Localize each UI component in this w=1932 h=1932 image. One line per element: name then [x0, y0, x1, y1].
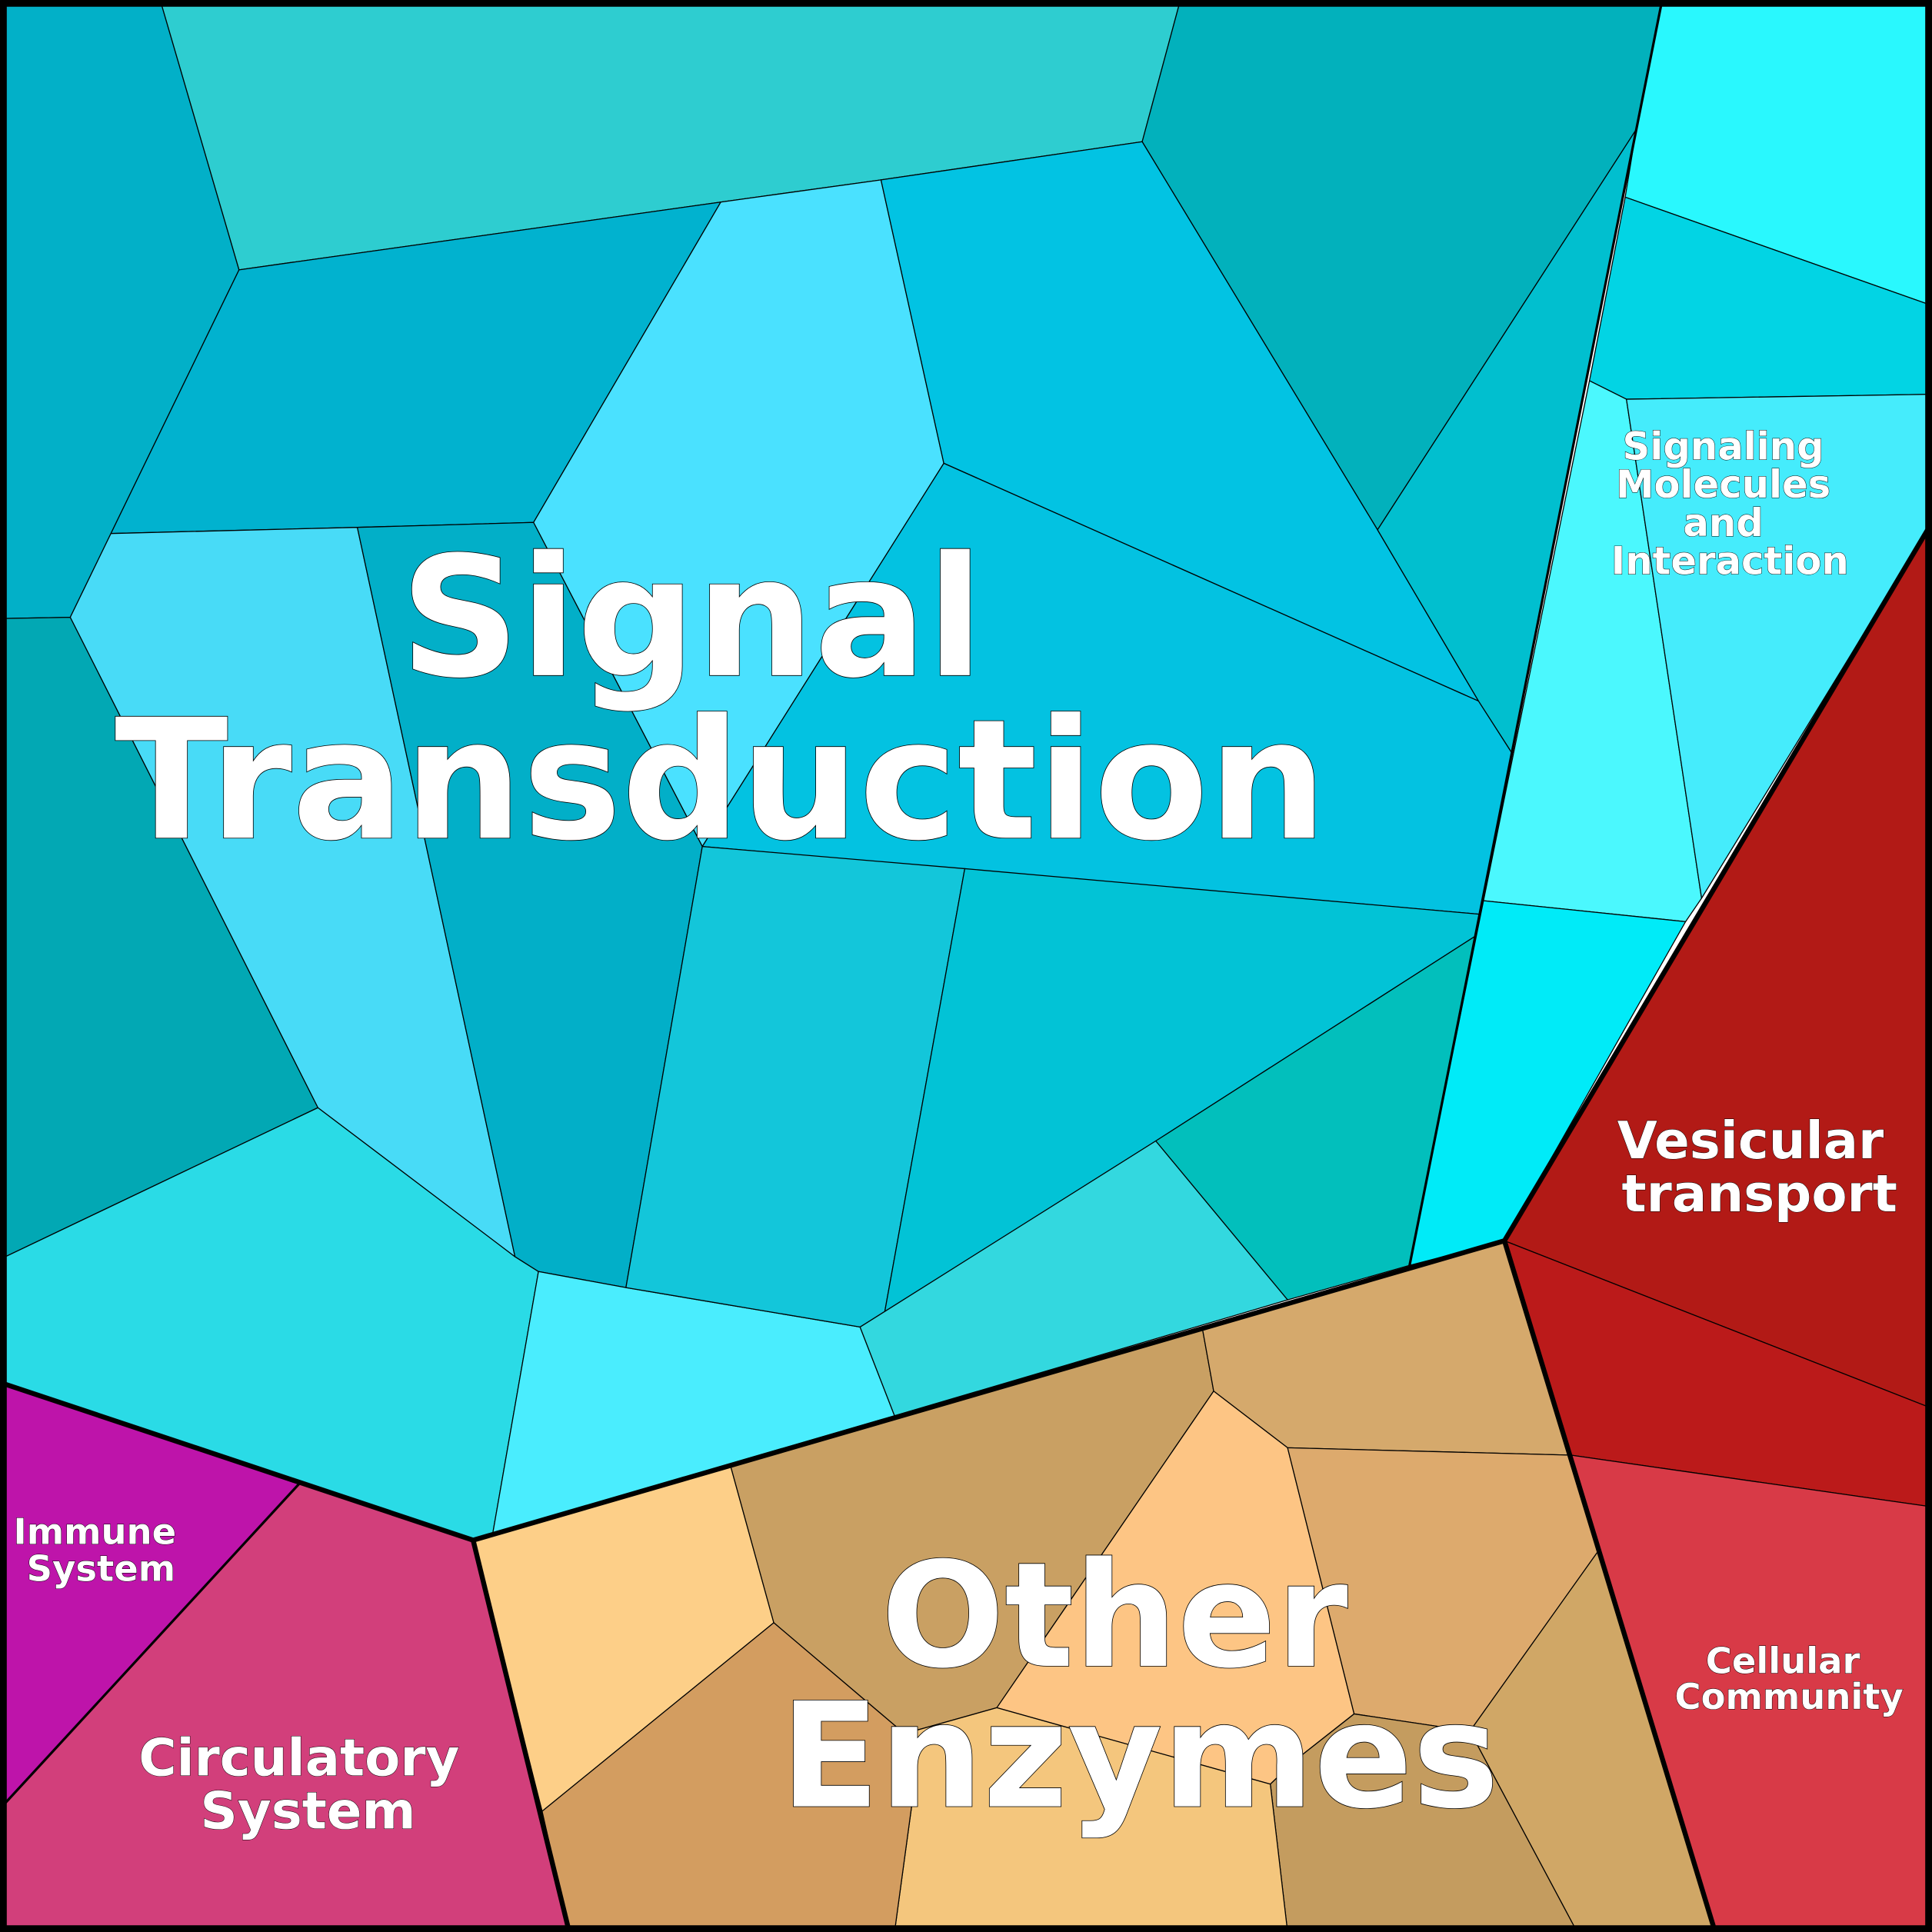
- label-signal-transduction: Signal Transduction: [115, 521, 1327, 878]
- label-immune-system: Immune System: [13, 1511, 188, 1589]
- signal-transduction-cells: [0, 0, 1663, 1541]
- red-cells: [0, 521, 1932, 1932]
- label-cellular-community: Cellular Community: [1675, 1641, 1904, 1717]
- label-circulatory-system: Circulatory System: [138, 1728, 478, 1841]
- labels: Signal Transduction Signaling Molecules …: [13, 424, 1904, 1841]
- signaling-molecules-cells: [1409, 0, 1932, 1266]
- cell[interactable]: [1483, 380, 1703, 922]
- label-vesicular-transport: Vesicular transport: [1617, 1111, 1902, 1224]
- label-signaling-molecules: Signaling Molecules and Interaction: [1611, 425, 1849, 584]
- cell[interactable]: [1270, 1713, 1578, 1932]
- label-other-enzymes: Other Enzymes: [781, 1531, 1500, 1841]
- cell[interactable]: [859, 1140, 1288, 1417]
- other-enzymes-cells: [472, 1240, 1716, 1932]
- cell[interactable]: [1626, 394, 1932, 899]
